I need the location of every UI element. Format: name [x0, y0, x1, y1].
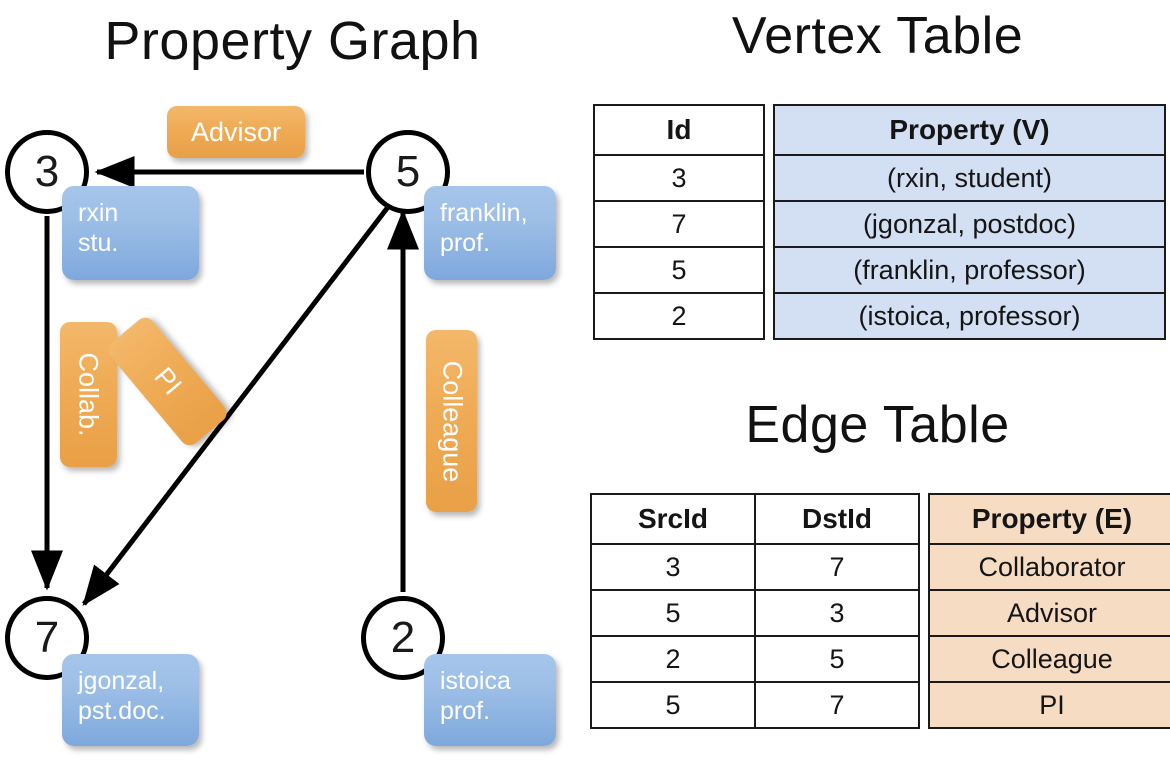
table-row[interactable]: (franklin, professor) — [773, 246, 1166, 294]
vertex-property-bubble-rxin: rxin stu. — [62, 186, 199, 280]
edge-table-property-column: Property (E) Collaborator Advisor Collea… — [928, 493, 1170, 729]
table-row[interactable]: 5 3 — [590, 589, 920, 637]
table-row[interactable]: 2 5 — [590, 635, 920, 683]
edge-table-cell-srcid: 5 — [590, 589, 756, 637]
edge-label-colleague: Colleague — [426, 330, 477, 512]
vertex-table-cell-property: (istoica, professor) — [773, 292, 1166, 340]
page-title-edge-table: Edge Table — [745, 396, 1010, 454]
vertex-table-id-column: Id 3 7 5 2 — [593, 104, 765, 340]
edge-5-to-7 — [82, 205, 390, 606]
edge-table-cell-srcid: 3 — [590, 543, 756, 591]
vertex-table: Id 3 7 5 2 Property (V) (rx — [593, 104, 1166, 340]
edge-table-cell-srcid: 5 — [590, 681, 756, 729]
edge-table-header-srcid: SrcId — [590, 493, 756, 545]
table-row[interactable]: Advisor — [928, 589, 1170, 637]
vertex-table-cell-property: (jgonzal, postdoc) — [773, 200, 1166, 248]
edge-table-src-dst-columns: SrcId DstId 3 7 5 3 2 5 5 7 — [590, 493, 920, 729]
edge-table-cell-property: Advisor — [928, 589, 1170, 637]
table-row[interactable]: 5 — [593, 246, 765, 294]
vertex-table-cell-id: 3 — [593, 154, 765, 202]
edge-table-cell-property: PI — [928, 681, 1170, 729]
table-row[interactable]: 3 — [593, 154, 765, 202]
vertex-property-bubble-franklin: franklin, prof. — [424, 186, 556, 280]
vertex-property-bubble-jgonzal: jgonzal, pst.doc. — [62, 654, 199, 746]
table-row[interactable]: 5 7 — [590, 681, 920, 729]
edge-table-cell-dstid: 3 — [754, 589, 920, 637]
edge-label-advisor-text: Advisor — [190, 116, 282, 147]
table-row[interactable]: PI — [928, 681, 1170, 729]
edge-label-pi-text: PI — [148, 361, 188, 401]
page-title-vertex-table: Vertex Table — [731, 7, 1024, 65]
vertex-property-bubble-istoica: istoica prof. — [424, 654, 556, 746]
table-row[interactable]: (jgonzal, postdoc) — [773, 200, 1166, 248]
edge-table-cell-dstid: 7 — [754, 681, 920, 729]
table-row[interactable]: 2 — [593, 292, 765, 340]
edge-label-collab-text: Collab. — [74, 352, 105, 437]
table-row[interactable]: 7 — [593, 200, 765, 248]
edge-label-colleague-text: Colleague — [437, 360, 467, 482]
edge-table-cell-property: Collaborator — [928, 543, 1170, 591]
edge-table-cell-dstid: 7 — [754, 543, 920, 591]
vertex-table-header-property: Property (V) — [773, 104, 1166, 156]
vertex-table-column-gap — [765, 104, 773, 340]
edge-table-column-gap — [920, 493, 928, 729]
vertex-node-2[interactable]: 2 — [361, 596, 445, 680]
table-header-row: Property (V) — [773, 104, 1166, 156]
table-row[interactable]: (rxin, student) — [773, 154, 1166, 202]
vertex-table-header-id: Id — [593, 104, 765, 156]
edge-label-collab: Collab. — [60, 322, 117, 467]
table-header-row: Property (E) — [928, 493, 1170, 545]
edge-table-cell-dstid: 5 — [754, 635, 920, 683]
table-header-row: Id — [593, 104, 765, 156]
table-row[interactable]: 3 7 — [590, 543, 920, 591]
vertex-table-cell-property: (rxin, student) — [773, 154, 1166, 202]
vertex-table-cell-id: 2 — [593, 292, 765, 340]
table-row[interactable]: Colleague — [928, 635, 1170, 683]
vertex-table-cell-id: 7 — [593, 200, 765, 248]
edge-table: SrcId DstId 3 7 5 3 2 5 5 7 — [590, 493, 1170, 729]
property-graph-panel: Property Graph 3 5 7 2 rxin stu. frankli… — [5, 11, 556, 746]
edge-table-cell-srcid: 2 — [590, 635, 756, 683]
vertex-table-cell-property: (franklin, professor) — [773, 246, 1166, 294]
page-title-property-graph: Property Graph — [104, 11, 481, 71]
table-header-row: SrcId DstId — [590, 493, 920, 545]
table-row[interactable]: (istoica, professor) — [773, 292, 1166, 340]
graph-edges-layer — [31, 156, 419, 606]
vertex-table-cell-id: 5 — [593, 246, 765, 294]
edge-table-header-property: Property (E) — [928, 493, 1170, 545]
edge-label-advisor: Advisor — [167, 106, 305, 158]
vertex-table-property-column: Property (V) (rxin, student) (jgonzal, p… — [773, 104, 1166, 340]
edge-table-header-dstid: DstId — [754, 493, 920, 545]
edge-table-cell-property: Colleague — [928, 635, 1170, 683]
table-row[interactable]: Collaborator — [928, 543, 1170, 591]
